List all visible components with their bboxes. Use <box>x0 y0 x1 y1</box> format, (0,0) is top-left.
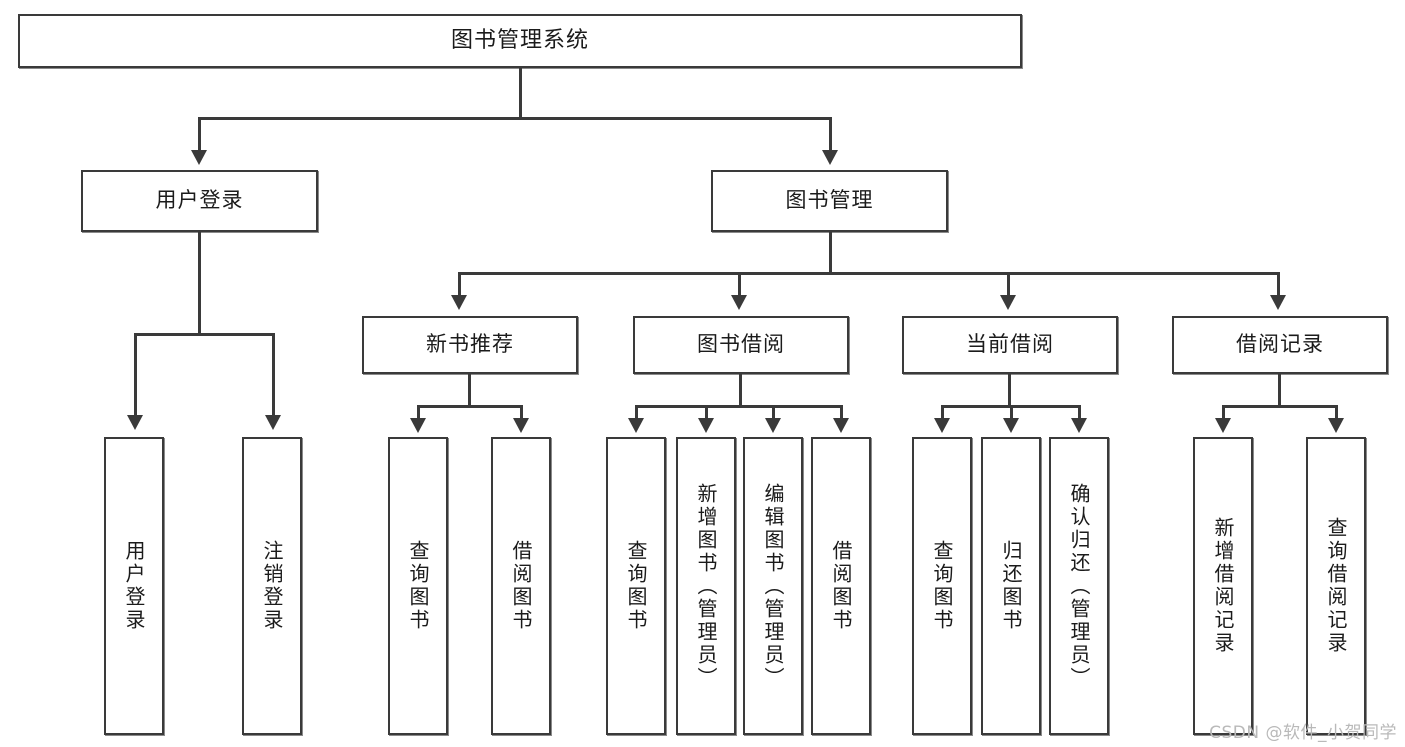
connector-to-current-borrow <box>1007 272 1010 297</box>
arrow-down-icon <box>1270 295 1286 310</box>
connector-to-book-borrow <box>738 272 741 297</box>
connector-borrow-record-drop-2 <box>1335 405 1338 420</box>
leaf-edit-book[interactable]: 编辑图书（管理员） <box>743 437 803 735</box>
connector-book-manage-stem <box>829 232 832 274</box>
node-label: 借阅图书 <box>829 540 853 632</box>
connector-user-login-bar <box>134 333 275 336</box>
node-label: 借阅记录 <box>1236 332 1324 357</box>
node-label: 注销登录 <box>260 540 284 632</box>
connector-new-book-rec-drop-1 <box>417 405 420 420</box>
arrow-down-icon <box>765 418 781 433</box>
node-label: 编辑图书（管理员） <box>761 482 785 690</box>
arrow-down-icon <box>934 418 950 433</box>
node-label: 借阅图书 <box>509 540 533 632</box>
leaf-return-book[interactable]: 归还图书 <box>981 437 1041 735</box>
arrow-down-icon <box>1328 418 1344 433</box>
leaf-query-book-1[interactable]: 查询图书 <box>388 437 448 735</box>
connector-current-borrow-drop-1 <box>941 405 944 420</box>
connector-book-manage-bar <box>458 272 1280 275</box>
node-label: 图书管理 <box>785 188 874 213</box>
connector-new-book-rec-bar <box>417 405 523 408</box>
leaf-confirm-return[interactable]: 确认归还（管理员） <box>1049 437 1109 735</box>
arrow-down-icon <box>265 415 281 430</box>
arrow-down-icon <box>822 150 838 165</box>
connector-current-borrow-drop-2 <box>1010 405 1013 420</box>
connector-user-login-drop-1 <box>134 333 137 417</box>
node-label: 图书借阅 <box>697 332 785 357</box>
connector-new-book-rec-drop-2 <box>520 405 523 420</box>
node-user-login[interactable]: 用户登录 <box>81 170 318 232</box>
node-label: 新书推荐 <box>426 332 514 357</box>
leaf-borrow-book-1[interactable]: 借阅图书 <box>491 437 551 735</box>
leaf-add-book[interactable]: 新增图书（管理员） <box>676 437 736 735</box>
connector-root-to-book-manage <box>829 117 832 152</box>
node-label: 新增借阅记录 <box>1211 517 1235 655</box>
node-label: 查询图书 <box>406 540 430 632</box>
connector-book-borrow-stem <box>739 374 742 408</box>
node-label: 用户登录 <box>155 188 244 213</box>
arrow-down-icon <box>513 418 529 433</box>
connector-book-borrow-drop-4 <box>840 405 843 420</box>
connector-current-borrow-drop-3 <box>1078 405 1081 420</box>
connector-borrow-record-drop-1 <box>1222 405 1225 420</box>
connector-book-borrow-drop-2 <box>705 405 708 420</box>
node-book-borrow[interactable]: 图书借阅 <box>633 316 849 374</box>
arrow-down-icon <box>731 295 747 310</box>
connector-root-to-user-login <box>198 117 201 152</box>
connector-to-new-book-rec <box>458 272 461 297</box>
node-book-manage[interactable]: 图书管理 <box>711 170 948 232</box>
node-new-book-rec[interactable]: 新书推荐 <box>362 316 578 374</box>
arrow-down-icon <box>451 295 467 310</box>
arrow-down-icon <box>833 418 849 433</box>
arrow-down-icon <box>698 418 714 433</box>
leaf-query-book-2[interactable]: 查询图书 <box>606 437 666 735</box>
node-label: 查询图书 <box>624 540 648 632</box>
node-label: 查询图书 <box>930 540 954 632</box>
arrow-down-icon <box>191 150 207 165</box>
node-label: 图书管理系统 <box>450 27 589 53</box>
connector-new-book-rec-stem <box>468 374 471 408</box>
connector-borrow-record-stem <box>1278 374 1281 408</box>
leaf-add-record[interactable]: 新增借阅记录 <box>1193 437 1253 735</box>
connector-root-bar <box>198 117 832 120</box>
arrow-down-icon <box>1071 418 1087 433</box>
arrow-down-icon <box>1000 295 1016 310</box>
node-current-borrow[interactable]: 当前借阅 <box>902 316 1118 374</box>
leaf-user-login[interactable]: 用户登录 <box>104 437 164 735</box>
connector-to-borrow-record <box>1277 272 1280 297</box>
node-root-system[interactable]: 图书管理系统 <box>18 14 1022 68</box>
connector-root-stem <box>519 68 522 118</box>
node-label: 新增图书（管理员） <box>694 482 718 690</box>
node-label: 确认归还（管理员） <box>1067 482 1091 690</box>
node-borrow-record[interactable]: 借阅记录 <box>1172 316 1388 374</box>
arrow-down-icon <box>1215 418 1231 433</box>
leaf-query-record[interactable]: 查询借阅记录 <box>1306 437 1366 735</box>
arrow-down-icon <box>127 415 143 430</box>
node-label: 当前借阅 <box>966 332 1054 357</box>
arrow-down-icon <box>628 418 644 433</box>
node-label: 用户登录 <box>122 540 146 632</box>
node-label: 查询借阅记录 <box>1324 517 1348 655</box>
leaf-user-logout[interactable]: 注销登录 <box>242 437 302 735</box>
connector-book-borrow-drop-1 <box>635 405 638 420</box>
arrow-down-icon <box>1003 418 1019 433</box>
connector-book-borrow-bar <box>635 405 841 408</box>
connector-current-borrow-stem <box>1008 374 1011 408</box>
node-label: 归还图书 <box>999 540 1023 632</box>
arrow-down-icon <box>410 418 426 433</box>
connector-borrow-record-bar <box>1222 405 1338 408</box>
connector-user-login-drop-2 <box>272 333 275 417</box>
leaf-query-book-3[interactable]: 查询图书 <box>912 437 972 735</box>
connector-book-borrow-drop-3 <box>772 405 775 420</box>
connector-user-login-stem <box>198 232 201 335</box>
leaf-borrow-book-2[interactable]: 借阅图书 <box>811 437 871 735</box>
